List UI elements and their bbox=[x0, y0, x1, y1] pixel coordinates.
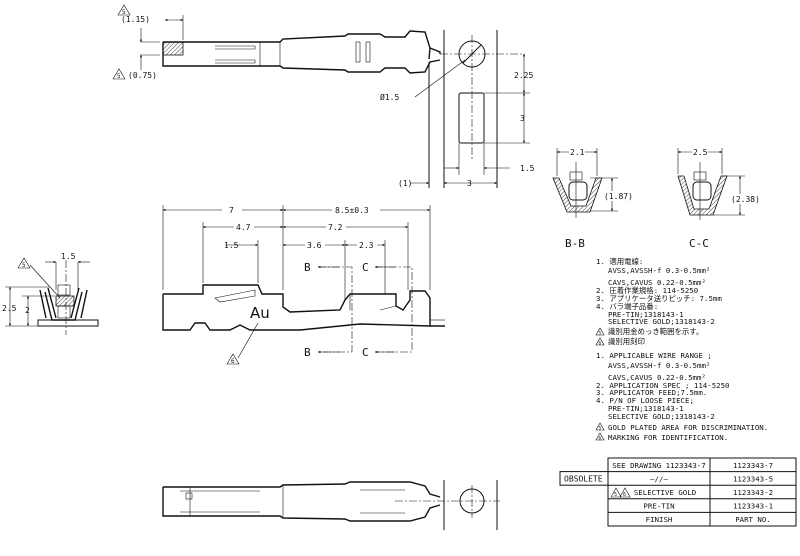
dim-end-height: 2 bbox=[25, 306, 30, 315]
obsolete-label: OBSOLETE bbox=[564, 475, 603, 484]
section-line-c bbox=[375, 266, 413, 353]
svg-text:5: 5 bbox=[599, 331, 602, 337]
callout-triangle-icon bbox=[595, 337, 605, 346]
au-marking: Au bbox=[250, 304, 270, 322]
dim-7-2: 7.2 bbox=[328, 223, 343, 232]
callout-triangle-icon bbox=[619, 487, 631, 498]
dim-window-width: 3 bbox=[467, 179, 472, 188]
part-number-table: OBSOLETE SEE DRAWING 1123343-7 1123343-7… bbox=[559, 457, 797, 527]
callout-triangle-icon bbox=[226, 353, 240, 365]
table-part-cell: 1123343-7 bbox=[733, 461, 773, 470]
callout-triangle-icon bbox=[595, 422, 605, 431]
callout-triangle-icon bbox=[595, 432, 605, 441]
table-finish-cell: PRE-TIN bbox=[643, 502, 674, 511]
svg-text:SELECTIVE GOLD;1318143-2: SELECTIVE GOLD;1318143-2 bbox=[608, 412, 715, 421]
section-label-c: C bbox=[362, 346, 369, 359]
dim-end-width: 1.5 bbox=[61, 252, 76, 261]
table-finish-cell: SEE DRAWING 1123343-7 bbox=[612, 461, 705, 470]
table-finish-cell: SELECTIVE GOLD bbox=[634, 488, 696, 497]
dim-bb-width: 2.1 bbox=[570, 148, 585, 157]
svg-text:CAVS,CAVUS 0.22-0.5mm²: CAVS,CAVUS 0.22-0.5mm² bbox=[608, 373, 706, 382]
table-part-cell: 1123343-2 bbox=[733, 488, 773, 497]
table-part-cell: 1123343-5 bbox=[733, 475, 773, 484]
dim-2-3: 2.3 bbox=[359, 241, 374, 250]
end-view: 5 1.5 2.5 2 bbox=[2, 252, 99, 335]
callout-triangle-icon bbox=[17, 257, 31, 269]
dim-1-5: 1.5 bbox=[224, 241, 239, 250]
table-part-cell: 1123343-1 bbox=[733, 502, 773, 511]
svg-text:AVSS,AVSSH-f 0.3-0.5mm²: AVSS,AVSSH-f 0.3-0.5mm² bbox=[608, 266, 710, 275]
svg-text:識別用金めっき範囲を示す。: 識別用金めっき範囲を示す。 bbox=[608, 327, 703, 336]
dim-hole-diameter: Ø1.5 bbox=[380, 92, 399, 102]
dim-window-height: 3 bbox=[520, 114, 525, 123]
svg-text:5: 5 bbox=[122, 9, 126, 16]
svg-text:5: 5 bbox=[614, 492, 617, 498]
callout-triangle-icon bbox=[112, 68, 126, 80]
table-finish-cell: —//— bbox=[650, 475, 668, 484]
svg-text:CAVS,CAVUS 0.22-0.5mm²: CAVS,CAVUS 0.22-0.5mm² bbox=[608, 278, 706, 287]
side-view-outline bbox=[162, 284, 445, 331]
dim-hatch-width: (1.15) bbox=[121, 15, 150, 24]
carrier-window bbox=[458, 92, 485, 144]
table-header-finish: FINISH bbox=[646, 515, 673, 524]
dim-bb-height: (1.87) bbox=[604, 192, 633, 201]
notes-japanese: 1. 適用電線: AVSS,AVSSH-f 0.3-0.5mm² CAVS,CA… bbox=[595, 257, 722, 347]
svg-text:6: 6 bbox=[599, 341, 602, 347]
side-view: 7 8.5±0.3 4.7 7.2 1.5 3.6 2.3 B C B C Au… bbox=[162, 205, 445, 365]
callout-triangle-icon bbox=[117, 4, 131, 16]
section-title-cc: C-C bbox=[689, 237, 709, 250]
dim-cc-height: (2.38) bbox=[731, 195, 760, 204]
dim-3-6: 3.6 bbox=[307, 241, 322, 250]
svg-text:5: 5 bbox=[117, 73, 121, 80]
notes-english: 1. APPLICABLE WIRE RANGE ; AVSS,AVSSH-f … bbox=[595, 351, 768, 442]
table-header-part-no: PART NO. bbox=[735, 515, 771, 524]
svg-text:3. APPLICATOR FEED;7.5mm.: 3. APPLICATOR FEED;7.5mm. bbox=[596, 388, 707, 397]
top-view-outline bbox=[162, 30, 441, 74]
svg-text:1. APPLICABLE WIRE RANGE ;: 1. APPLICABLE WIRE RANGE ; bbox=[596, 351, 712, 360]
svg-text:2. APPLICATION SPEC ; 114-525: 2. APPLICATION SPEC ; 114-5250 bbox=[596, 381, 730, 390]
svg-text:4. バラ端子品番:: 4. バラ端子品番: bbox=[596, 302, 658, 311]
svg-text:6: 6 bbox=[231, 358, 235, 365]
obsolete-box bbox=[559, 471, 609, 486]
svg-text:PRE-TIN;1318143-1: PRE-TIN;1318143-1 bbox=[608, 404, 684, 413]
dim-total-length: 8.5±0.3 bbox=[335, 206, 369, 215]
dim-cc-width: 2.5 bbox=[693, 148, 708, 157]
svg-text:3. アプリケータ送りピッチ: 7.5mm: 3. アプリケータ送りピッチ: 7.5mm bbox=[596, 294, 722, 303]
callout-triangle-icon bbox=[610, 487, 622, 498]
section-title-bb: B-B bbox=[565, 237, 585, 250]
svg-text:PRE-TIN;1318143-1: PRE-TIN;1318143-1 bbox=[608, 310, 684, 319]
bottom-view bbox=[162, 480, 500, 530]
section-label-b: B bbox=[304, 261, 311, 274]
dim-hole-offset: 2.25 bbox=[514, 71, 533, 80]
svg-text:6: 6 bbox=[599, 436, 602, 442]
svg-text:SELECTIVE GOLD;1318143-2: SELECTIVE GOLD;1318143-2 bbox=[608, 317, 715, 326]
callout-triangle-icon bbox=[595, 327, 605, 336]
dim-end-height-total: 2.5 bbox=[2, 304, 17, 313]
svg-text:識別用刻印: 識別用刻印 bbox=[608, 337, 645, 346]
dim-7: 7 bbox=[229, 206, 234, 215]
section-c-c: 2.5 (2.38) C-C bbox=[677, 147, 762, 250]
section-label-c: C bbox=[362, 261, 369, 274]
gold-plated-area bbox=[162, 41, 184, 56]
svg-text:5: 5 bbox=[599, 426, 602, 432]
dim-4-7: 4.7 bbox=[236, 223, 251, 232]
section-label-b: B bbox=[304, 346, 311, 359]
dim-window-margin: 1.5 bbox=[520, 164, 535, 173]
svg-text:4. P/N OF LOOSE PIECE;: 4. P/N OF LOOSE PIECE; bbox=[596, 396, 694, 405]
section-b-b: 2.1 (1.87) B-B bbox=[552, 147, 633, 250]
svg-text:6: 6 bbox=[623, 492, 626, 498]
svg-text:GOLD PLATED AREA FOR DISCRIMIN: GOLD PLATED AREA FOR DISCRIMINATION. bbox=[608, 423, 768, 432]
svg-text:5: 5 bbox=[22, 262, 26, 269]
top-view: (1.15) (0.75) 5 5 Ø1.5 2.25 3 1.5 3 (1) bbox=[112, 4, 535, 188]
svg-text:MARKING FOR IDENTIFICATION.: MARKING FOR IDENTIFICATION. bbox=[608, 433, 728, 442]
svg-text:AVSS,AVSSH-f 0.3-0.5mm²: AVSS,AVSSH-f 0.3-0.5mm² bbox=[608, 361, 710, 370]
dim-hatch-height: (0.75) bbox=[128, 71, 157, 80]
dim-edge: (1) bbox=[398, 179, 412, 188]
svg-text:1. 適用電線:: 1. 適用電線: bbox=[596, 257, 643, 266]
svg-text:2. 圧着作業規格: 114-5250: 2. 圧着作業規格: 114-5250 bbox=[596, 286, 698, 295]
